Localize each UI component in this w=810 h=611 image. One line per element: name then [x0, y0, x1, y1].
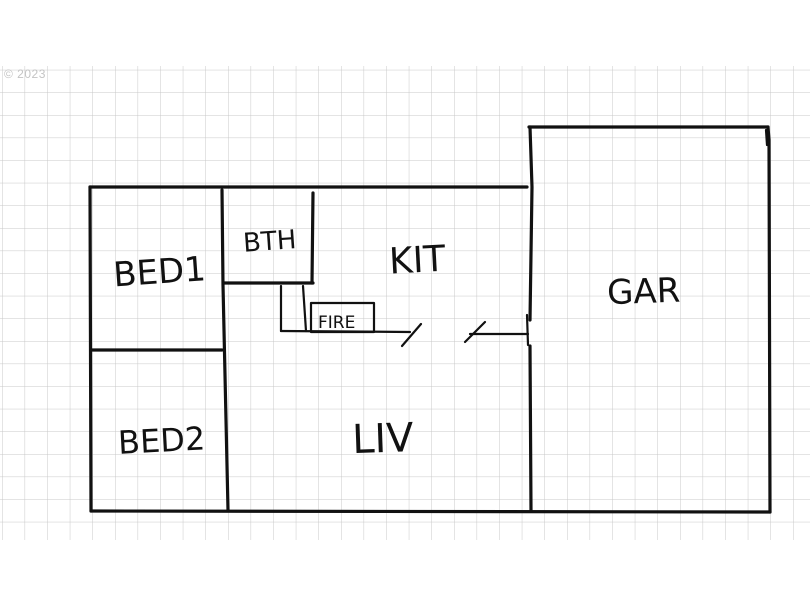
garage-door-jamb [525, 313, 530, 347]
chimney [279, 284, 308, 333]
room-label-living: LIV [351, 415, 415, 463]
house-walls [88, 185, 772, 514]
fireplace-and-counter [279, 284, 530, 348]
room-label-bed1: BED1 [112, 249, 207, 295]
room-label-bath: BTH [242, 225, 297, 259]
bedroom-living-wall [220, 188, 230, 512]
room-label-garage: GAR [606, 271, 681, 314]
copyright-watermark: © 2023 [4, 67, 46, 81]
doorway-tick [463, 320, 487, 344]
bath-right-wall [310, 191, 315, 285]
room-label-fireplace: FIRE [318, 313, 355, 333]
garage-left-wall-lower [528, 344, 533, 513]
garage-right-wall [766, 125, 772, 514]
room-label-bed2: BED2 [117, 419, 206, 462]
garage-walls [525, 125, 772, 514]
counter-line [279, 329, 412, 334]
garage-left-wall [528, 125, 534, 322]
garage-right-jamb [764, 128, 769, 147]
counter-end-tick [400, 322, 423, 348]
graph-paper-grid [0, 66, 810, 540]
room-label-kitchen: KIT [388, 239, 447, 283]
bottom-wall [89, 509, 772, 514]
